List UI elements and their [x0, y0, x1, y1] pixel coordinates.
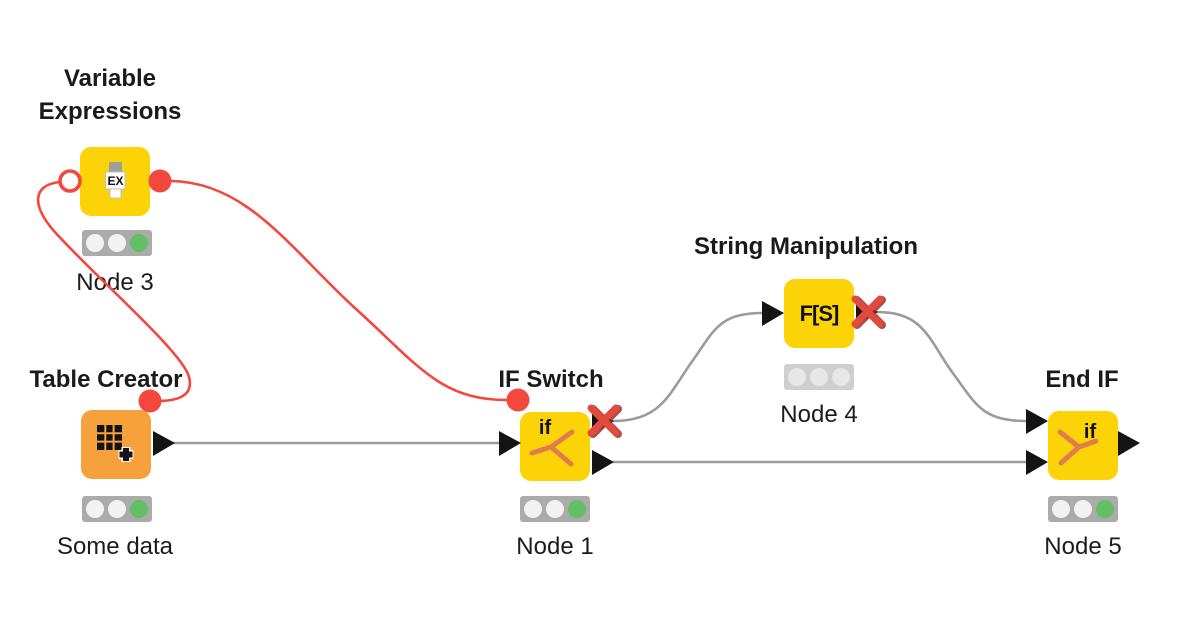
output-port-if-switch-top[interactable] [592, 409, 614, 434]
end-if-icon: if [1057, 421, 1099, 466]
status-traffic-light-table-creator [82, 496, 152, 522]
node-label-table-creator[interactable]: Some data [56, 533, 174, 560]
svg-text:F[S]: F[S] [800, 301, 839, 326]
connection-flowvar-variable-expressions-to-if-switch[interactable] [170, 179, 508, 402]
status-light [108, 500, 126, 518]
node-label-end-if[interactable]: Node 5 [1044, 533, 1122, 560]
status-light [832, 368, 850, 386]
title-line-2: Expressions [38, 98, 182, 125]
string-manipulation-icon: F[S] [800, 301, 840, 326]
status-light [108, 234, 126, 252]
status-light [788, 368, 806, 386]
output-port-string-manipulation[interactable] [856, 300, 878, 325]
node-title-table-creator: Table Creator [29, 366, 183, 393]
variable-expressions-icon: EX [105, 162, 126, 199]
status-light-green [130, 234, 148, 252]
node-label-if-switch[interactable]: Node 1 [516, 533, 594, 560]
flow-variable-output-port-variable-expressions[interactable] [148, 169, 172, 193]
output-port-table-creator[interactable] [153, 431, 175, 456]
node-label-string-manipulation[interactable]: Node 4 [780, 401, 858, 428]
status-traffic-light-if-switch [520, 496, 590, 522]
flow-variable-output-port-table-creator[interactable] [138, 389, 162, 413]
node-variable-expressions[interactable]: EX [80, 147, 150, 216]
node-if-switch[interactable]: if [520, 412, 590, 481]
status-light [524, 500, 542, 518]
status-traffic-light-variable-expressions [82, 230, 152, 256]
flow-variable-input-port-variable-expressions[interactable] [58, 169, 82, 193]
connection-data-if-switch-to-string-manipulation[interactable] [612, 311, 764, 423]
flow-variable-input-port-if-switch[interactable] [506, 388, 530, 412]
status-traffic-light-end-if [1048, 496, 1118, 522]
status-light [810, 368, 828, 386]
title-line-1: Variable [63, 65, 157, 92]
input-port-string-manipulation[interactable] [762, 301, 784, 326]
input-port-end-if-bottom[interactable] [1026, 450, 1048, 475]
status-light [546, 500, 564, 518]
node-title-end-if: End IF [1045, 366, 1119, 393]
status-light [1074, 500, 1092, 518]
node-title-variable-expressions: Variable Expressions [20, 62, 200, 128]
svg-text:if: if [539, 417, 552, 439]
node-title-string-manipulation: String Manipulation [694, 233, 918, 260]
status-light-green [1096, 500, 1114, 518]
status-traffic-light-string-manipulation [784, 364, 854, 390]
connection-data-string-manipulation-to-end-if[interactable] [876, 310, 1028, 423]
status-light [86, 234, 104, 252]
status-light-green [568, 500, 586, 518]
output-port-if-switch-bottom[interactable] [592, 450, 614, 475]
svg-text:EX: EX [107, 174, 123, 188]
input-port-end-if-top[interactable] [1026, 409, 1048, 434]
node-end-if[interactable]: if [1048, 411, 1118, 480]
svg-text:if: if [1084, 421, 1097, 443]
connection-flowvar-table-creator-to-variable-expressions[interactable] [36, 180, 192, 403]
status-light [86, 500, 104, 518]
node-table-creator[interactable] [81, 410, 151, 479]
output-port-end-if[interactable] [1118, 431, 1140, 456]
status-light [1052, 500, 1070, 518]
node-title-if-switch: IF Switch [498, 366, 604, 393]
node-string-manipulation[interactable]: F[S] [784, 279, 854, 348]
if-switch-icon: if [529, 417, 575, 467]
table-plus-icon [97, 425, 134, 462]
status-light-green [130, 500, 148, 518]
input-port-if-switch[interactable] [499, 431, 521, 456]
